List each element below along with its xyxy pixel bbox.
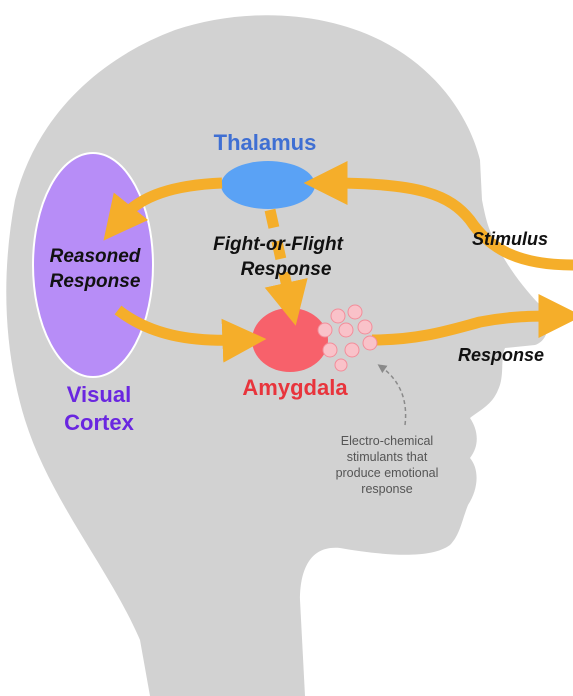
droplet — [334, 358, 348, 372]
droplet — [347, 304, 363, 320]
amygdala-shape — [252, 308, 328, 372]
electro-chemical-droplets — [317, 304, 378, 372]
droplet — [322, 342, 338, 358]
fight-or-flight-label-line2: Response — [241, 259, 332, 280]
reasoned-response-label-line2: Response — [50, 271, 141, 292]
response-arrow — [371, 294, 573, 346]
fight-or-flight-label-line1: Fight-or-Flight — [213, 234, 343, 255]
electro-chemical-note: Electro-chemical stimulants that produce… — [336, 434, 439, 496]
amygdala-label: Amygdala — [242, 375, 348, 400]
stimulus-arrow — [303, 161, 573, 271]
response-label: Response — [458, 345, 544, 365]
visual-cortex-label-line1: Visual — [67, 382, 131, 407]
thalamus-shape — [221, 161, 315, 209]
cortex-to-amygdala-arrow — [114, 305, 267, 363]
thalamus-label: Thalamus — [214, 130, 317, 155]
note-line: Electro-chemical — [341, 434, 433, 448]
fight-or-flight-arrow — [264, 208, 308, 326]
droplet — [344, 342, 360, 358]
note-line: stimulants that — [347, 450, 428, 464]
droplet — [317, 322, 333, 338]
droplet — [338, 322, 354, 338]
droplet — [330, 308, 346, 324]
reasoned-response-label-line1: Reasoned — [50, 246, 141, 267]
note-line: produce emotional — [336, 466, 439, 480]
thalamus-to-cortex-arrow — [103, 177, 223, 241]
stimulus-label: Stimulus — [472, 229, 548, 249]
droplet — [362, 335, 378, 351]
note-line: response — [361, 482, 412, 496]
visual-cortex-label-line2: Cortex — [64, 410, 134, 435]
droplet — [357, 319, 373, 335]
